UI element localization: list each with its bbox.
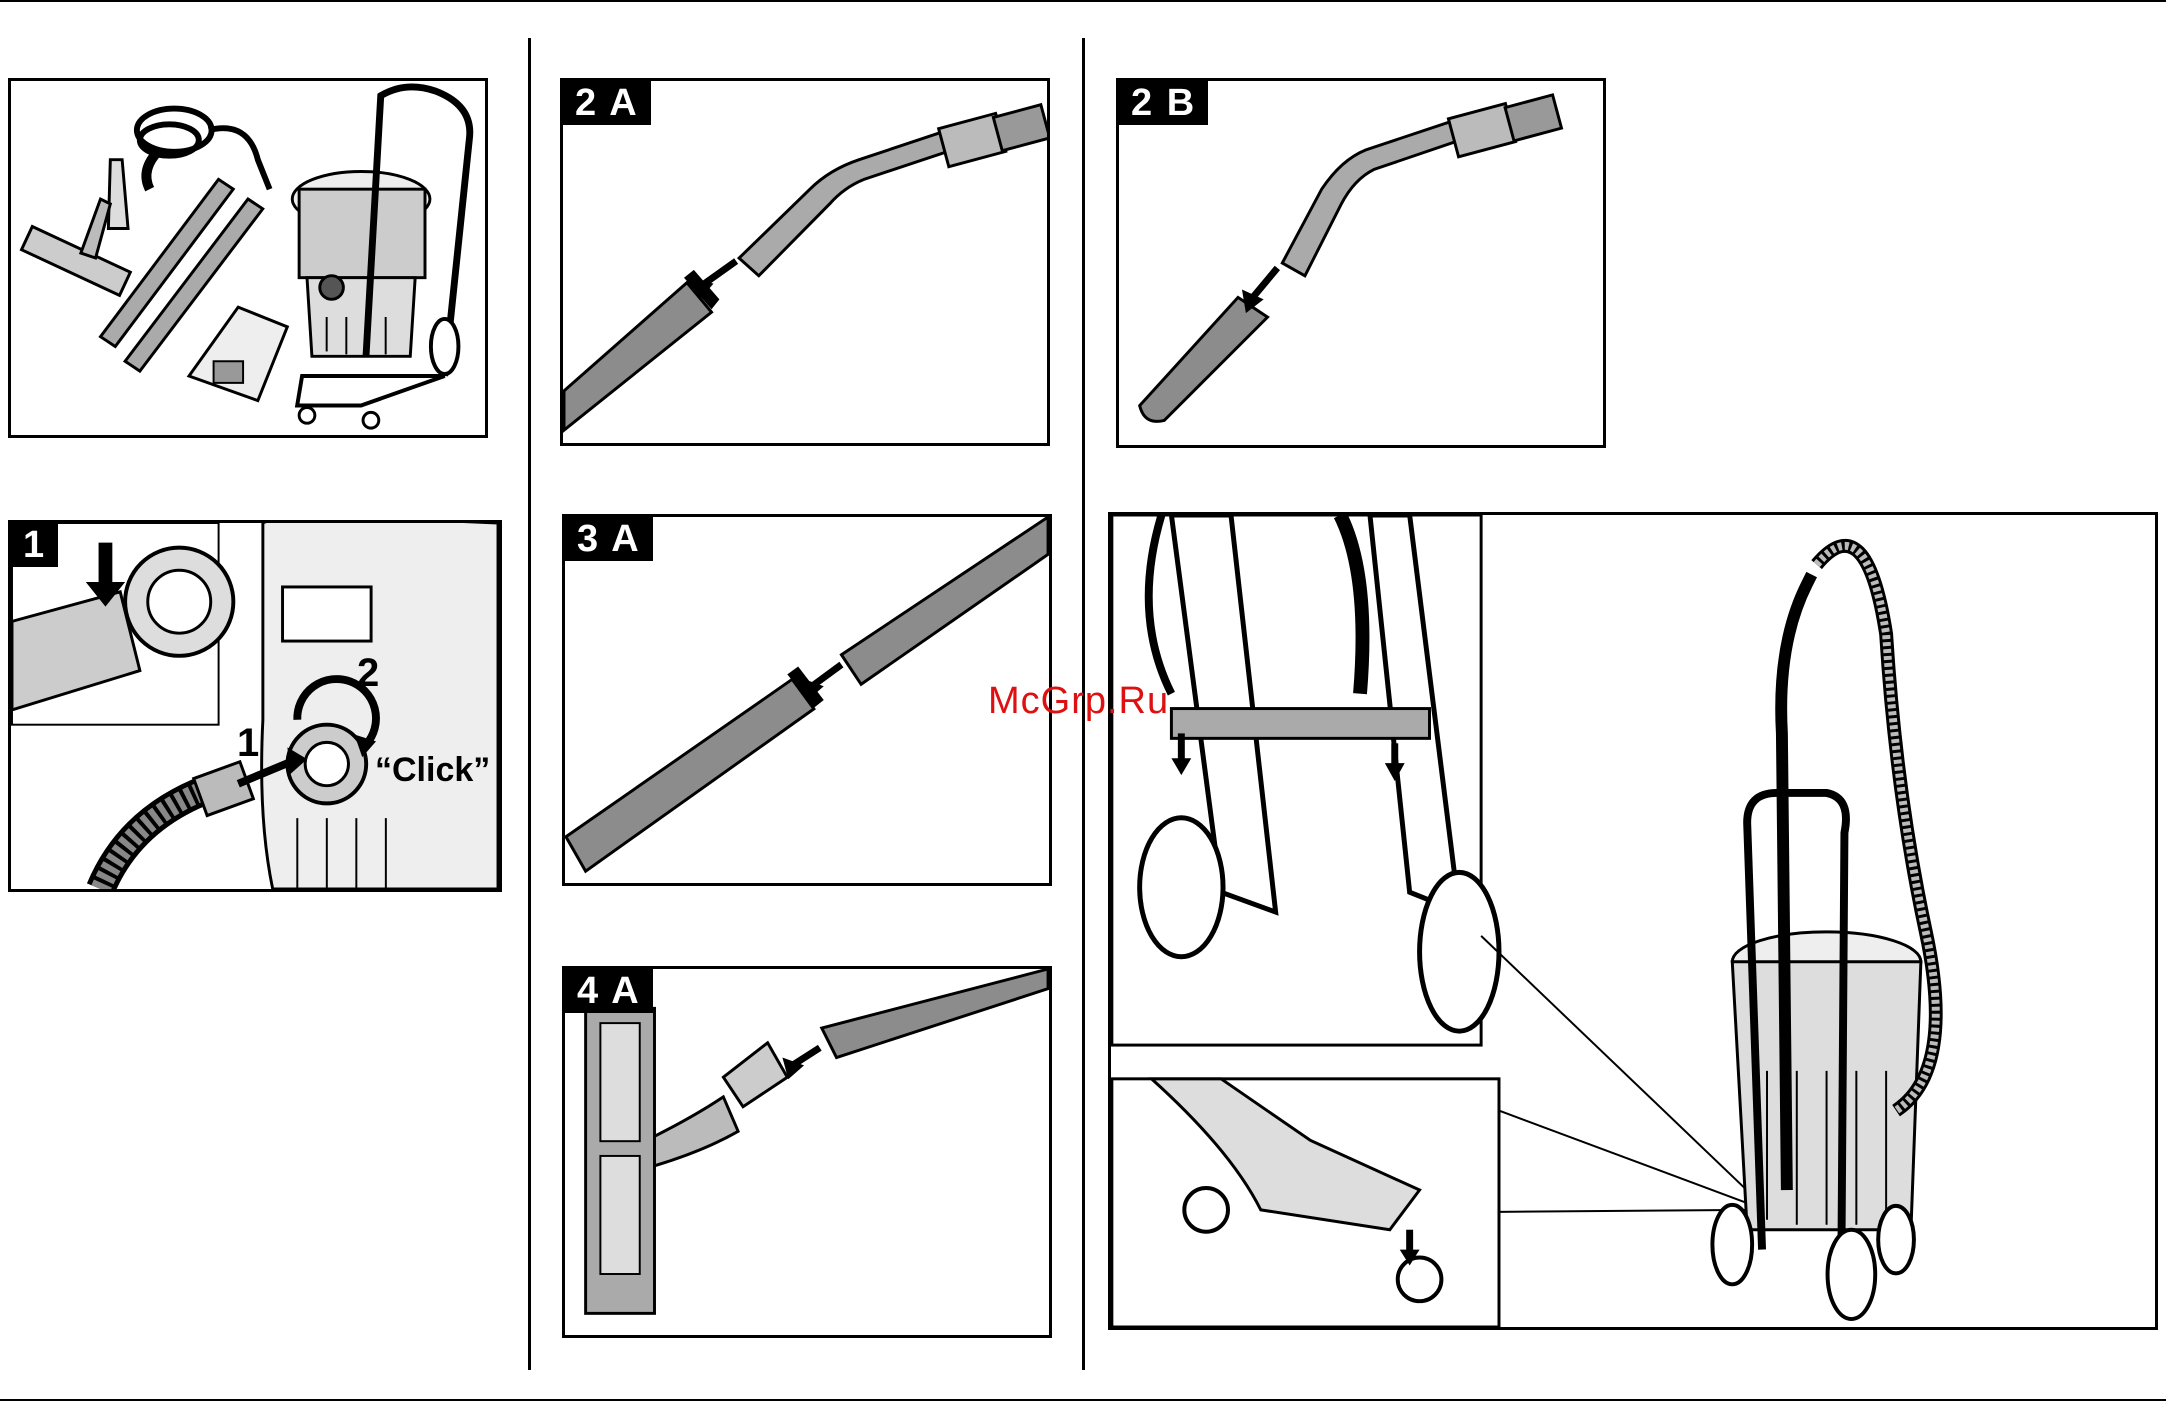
- storage-overview-panel: [1108, 512, 2158, 1330]
- accessories-illustration: [11, 81, 485, 435]
- tube-tube-connection-illustration: [565, 517, 1049, 883]
- crevice-tool-connection-illustration: [1119, 81, 1603, 445]
- hose-connection-illustration: [11, 523, 499, 889]
- step4a-panel: 4 A: [562, 966, 1052, 1338]
- step3a-panel: 3 A: [562, 514, 1052, 886]
- column-divider-left: [528, 38, 531, 1370]
- step-label: 2 A: [563, 81, 651, 125]
- bottom-border-line: [0, 1399, 2166, 1401]
- overview-panel: [8, 78, 488, 438]
- click-sound-label: “Click”: [375, 751, 490, 790]
- step-label: 2 B: [1119, 81, 1208, 125]
- floor-nozzle-connection-illustration: [565, 969, 1049, 1335]
- callout-number-1: 1: [237, 721, 259, 766]
- step-label: 4 A: [565, 969, 653, 1013]
- step-label: 3 A: [565, 517, 653, 561]
- step-label: 1: [11, 523, 58, 567]
- step2b-panel: 2 B: [1116, 78, 1606, 448]
- step2a-panel: 2 A: [560, 78, 1050, 446]
- callout-number-2: 2: [357, 651, 379, 696]
- accessory-storage-illustration: [1111, 515, 2155, 1327]
- watermark-text: McGrp.Ru: [988, 680, 1169, 723]
- tube-handle-connection-illustration: [563, 81, 1047, 443]
- step1-panel: 1 1 2 “Click”: [8, 520, 502, 892]
- top-border-line: [0, 0, 2166, 2]
